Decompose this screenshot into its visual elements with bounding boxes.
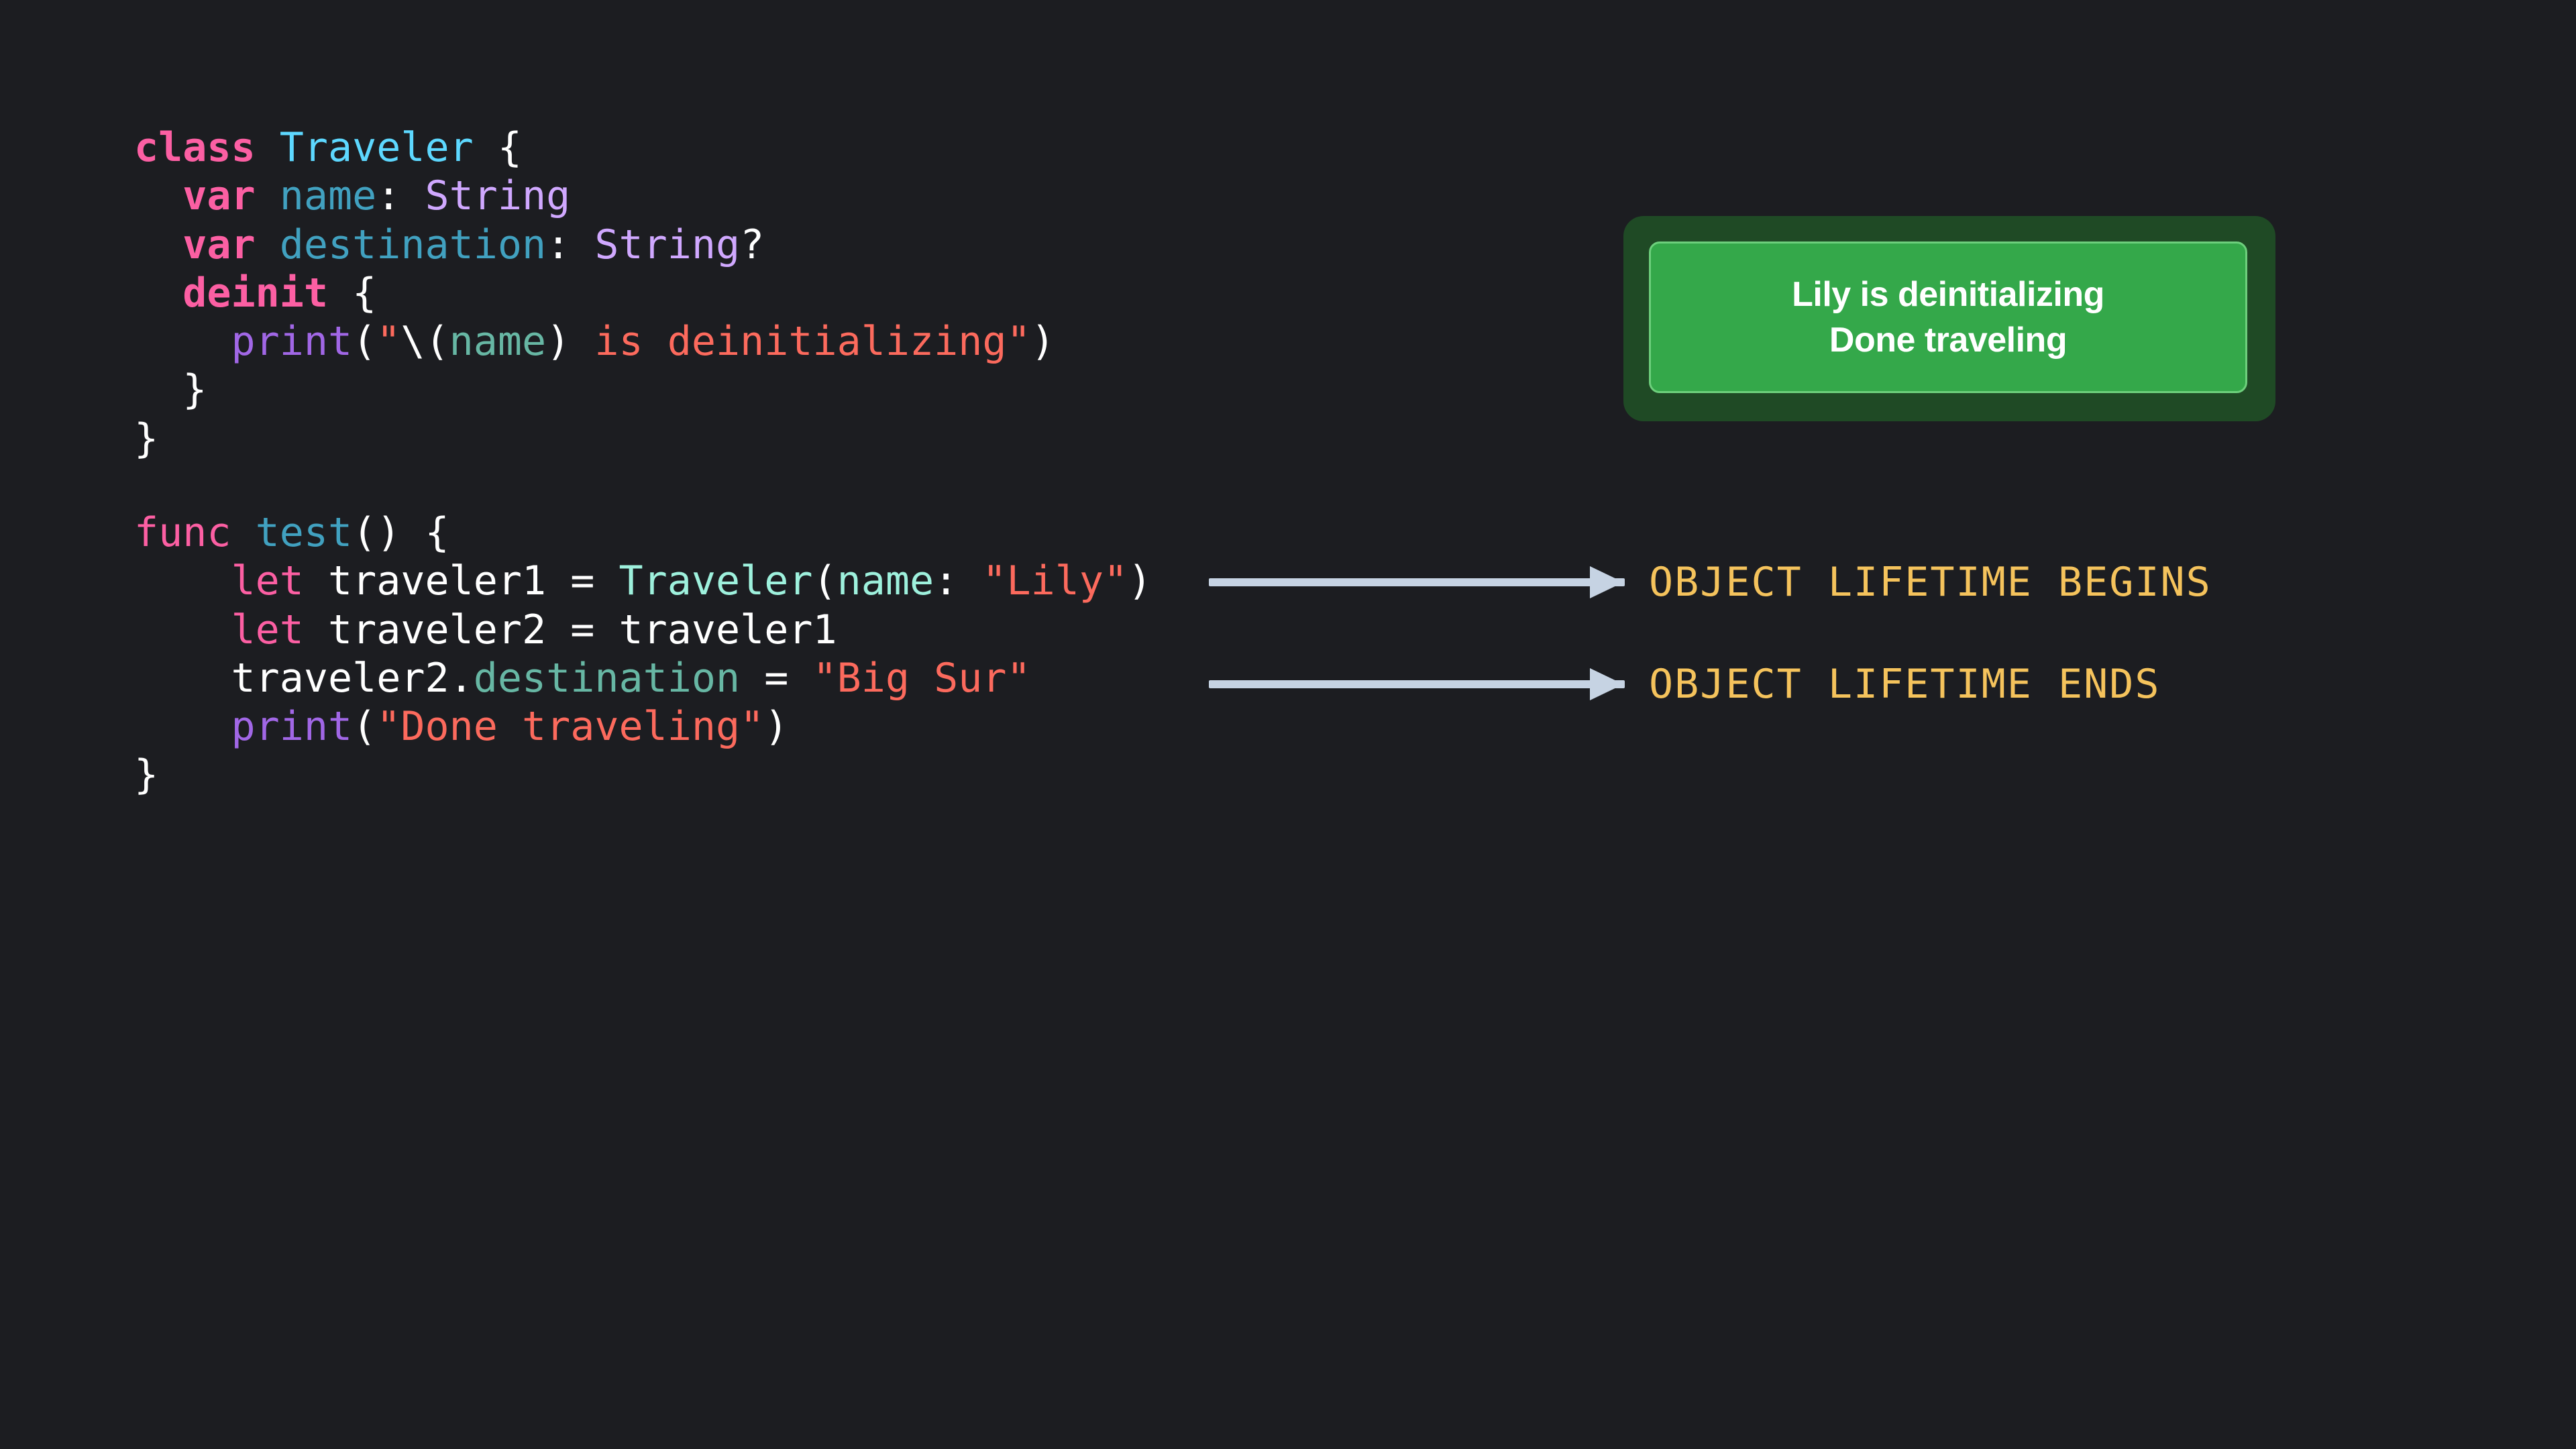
code-token: {	[473, 124, 522, 171]
code-token: test	[255, 509, 353, 556]
console-output-panel: Lily is deinitializing Done traveling	[1623, 216, 2275, 421]
code-func-test: func test() { let traveler1 = Traveler(n…	[134, 508, 1152, 800]
code-token	[231, 509, 256, 556]
code-token: print	[231, 703, 353, 751]
code-token: "Done traveling"	[376, 703, 765, 751]
code-line: }	[134, 751, 1152, 799]
code-token: var	[182, 172, 256, 220]
code-token	[134, 221, 182, 268]
code-token: {	[328, 269, 377, 317]
code-token: (	[352, 703, 377, 751]
code-token: () {	[352, 509, 449, 556]
code-token: name	[837, 557, 934, 605]
code-token: let	[231, 606, 304, 653]
code-token: traveler1 =	[303, 557, 619, 605]
code-line: func test() {	[134, 508, 1152, 557]
code-token: deinit	[182, 269, 328, 317]
code-token	[134, 172, 182, 219]
code-line: }	[134, 366, 1055, 414]
code-token: String	[425, 172, 571, 220]
code-token: class	[134, 124, 256, 171]
code-token: traveler2 = traveler1	[303, 606, 837, 653]
code-token: func	[134, 509, 231, 556]
code-token: destination	[279, 221, 547, 268]
code-token: Traveler	[619, 557, 813, 605]
code-token: :	[376, 172, 425, 220]
code-token	[134, 703, 231, 750]
code-token: }	[134, 415, 159, 462]
code-token: let	[231, 557, 304, 605]
code-token: }	[134, 366, 207, 414]
label-object-lifetime-ends: OBJECT LIFETIME ENDS	[1649, 661, 2161, 708]
code-line: var destination: String?	[134, 221, 1055, 269]
console-line-done: Done traveling	[1829, 321, 2068, 360]
code-line: print("Done traveling")	[134, 702, 1152, 751]
code-line: }	[134, 415, 1055, 463]
code-token: destination	[473, 654, 741, 702]
label-object-lifetime-begins: OBJECT LIFETIME BEGINS	[1649, 559, 2212, 606]
code-token: \(	[400, 318, 449, 366]
code-token: :	[934, 557, 983, 605]
code-line: let traveler2 = traveler1	[134, 606, 1152, 654]
code-token: :	[546, 221, 595, 268]
code-token: "	[376, 318, 401, 366]
code-line: let traveler1 = Traveler(name: "Lily")	[134, 557, 1152, 605]
arrow-head-begins-icon	[1590, 566, 1623, 598]
code-token: (	[352, 318, 377, 366]
code-token: ?	[740, 221, 765, 268]
code-token: )	[1030, 318, 1055, 366]
code-token: traveler2.	[134, 654, 474, 702]
code-token	[134, 318, 231, 365]
code-token	[134, 606, 231, 653]
arrow-lifetime-begins	[1209, 578, 1625, 586]
code-line: var name: String	[134, 172, 1055, 220]
code-class-traveler: class Traveler { var name: String var de…	[134, 123, 1055, 463]
code-token: var	[182, 221, 256, 268]
code-token	[134, 557, 231, 604]
code-line: deinit {	[134, 269, 1055, 317]
code-token	[134, 270, 182, 317]
code-token	[256, 124, 280, 171]
console-line-deinit: Lily is deinitializing	[1792, 275, 2104, 314]
code-line: traveler2.destination = "Big Sur"	[134, 654, 1152, 702]
code-token: )	[1128, 557, 1152, 605]
code-token: "Big Sur"	[812, 654, 1031, 702]
code-token: String	[594, 221, 741, 268]
code-token: print	[231, 318, 353, 366]
code-token: Traveler	[279, 124, 474, 171]
arrow-head-ends-icon	[1590, 668, 1623, 700]
console-output-box: Lily is deinitializing Done traveling	[1649, 241, 2247, 393]
code-token: )	[764, 703, 789, 751]
code-token: (	[812, 557, 837, 605]
code-token	[256, 221, 280, 268]
code-token: name	[279, 172, 377, 220]
code-token: name	[449, 318, 547, 366]
arrow-lifetime-ends	[1209, 680, 1625, 688]
code-token: )	[546, 318, 571, 366]
code-token: =	[740, 654, 813, 702]
code-line: class Traveler {	[134, 123, 1055, 172]
code-token	[256, 172, 280, 219]
code-line: print("\(name) is deinitializing")	[134, 317, 1055, 366]
code-token: "Lily"	[982, 557, 1128, 605]
code-token: }	[134, 751, 159, 799]
code-token: is deinitializing"	[570, 318, 1031, 366]
